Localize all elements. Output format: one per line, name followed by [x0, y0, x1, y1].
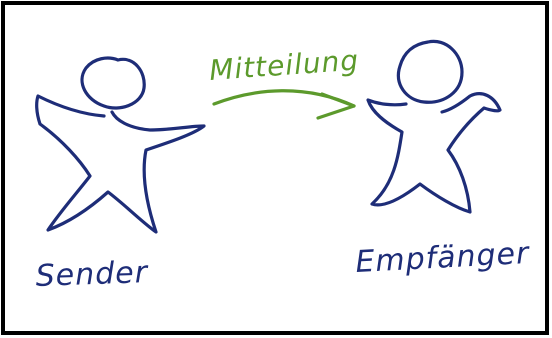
message-arrow-head	[316, 92, 356, 120]
message-arrow	[212, 89, 356, 120]
sender-head	[80, 56, 146, 110]
receiver-head	[396, 39, 464, 104]
receiver-label: Empfänger	[355, 236, 531, 280]
sender-body	[35, 94, 206, 234]
sender-label: Sender	[35, 255, 149, 294]
message-label: Mitteilung	[208, 44, 360, 87]
receiver-figure	[366, 39, 502, 214]
receiver-body	[366, 92, 502, 214]
sender-figure	[35, 56, 206, 234]
